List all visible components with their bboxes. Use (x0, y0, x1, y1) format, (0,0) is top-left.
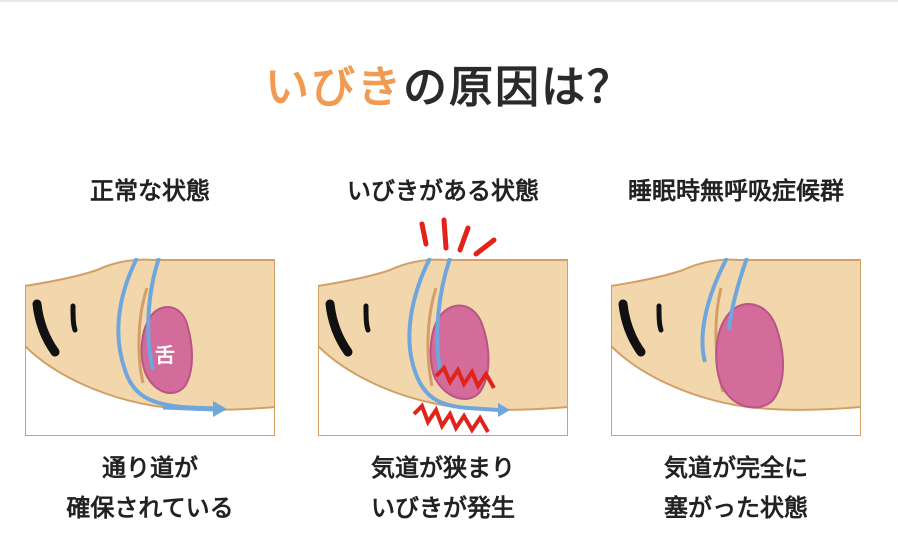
arrow-right-icon (498, 403, 510, 417)
airflow-line-1 (700, 258, 729, 363)
sound-burst-icon (419, 217, 497, 257)
throat-cavity (611, 344, 861, 436)
caption-normal-line2: 確保されている (66, 494, 234, 522)
soft-palate (137, 287, 149, 384)
nostril-icon (656, 303, 664, 333)
airflow-arrow (162, 404, 216, 412)
caption-apnea-line2: 塞がった状態 (664, 494, 808, 522)
top-divider (0, 0, 898, 2)
caption-apnea-line1: 気道が完全に (664, 454, 808, 482)
heading-snoring: いびきがある状態 (347, 177, 539, 205)
arrow-right-icon (213, 401, 227, 417)
caption-snoring-line2: いびきが発生 (371, 494, 515, 522)
title-rest: の原因は？ (403, 62, 633, 113)
panel-normal: 舌 (25, 258, 275, 436)
page-title: いびきの原因は？ (0, 58, 898, 118)
airflow-line-2 (146, 258, 161, 371)
tongue (140, 306, 193, 394)
head-apnea-illustration (611, 258, 861, 436)
nose-icon (618, 299, 646, 357)
caption-apnea: 気道が完全に 塞がった状態 (611, 448, 861, 528)
caption-snoring-line1: 気道が狭まり (371, 454, 515, 482)
heading-normal: 正常な状態 (90, 177, 210, 205)
throat-cavity (25, 344, 275, 436)
zigzag-icon (434, 364, 496, 391)
nostril-icon (363, 303, 371, 333)
head-snoring-illustration (318, 258, 568, 436)
caption-normal-line1: 通り道が (102, 454, 198, 482)
nose-icon (32, 299, 60, 357)
caption-normal: 通り道が 確保されている (25, 448, 275, 528)
caption-snoring: 気道が狭まり いびきが発生 (318, 448, 568, 528)
heading-apnea: 睡眠時無呼吸症候群 (628, 177, 844, 205)
zigzag-icon (412, 402, 490, 434)
nostril-icon (70, 303, 78, 333)
head-normal-illustration: 舌 (25, 258, 275, 436)
tongue-label: 舌 (155, 343, 175, 367)
tongue (715, 303, 784, 409)
airflow-line-2 (727, 258, 749, 331)
title-highlight: いびき (265, 62, 403, 113)
airflow-arrow (467, 406, 499, 412)
panel-apnea (611, 258, 861, 436)
airflow-line-1 (116, 258, 196, 410)
airflow-line-1 (407, 258, 469, 410)
panel-snoring (318, 258, 568, 436)
nose-icon (325, 299, 353, 357)
soft-palate (426, 287, 438, 387)
airflow-line-2 (435, 258, 452, 371)
